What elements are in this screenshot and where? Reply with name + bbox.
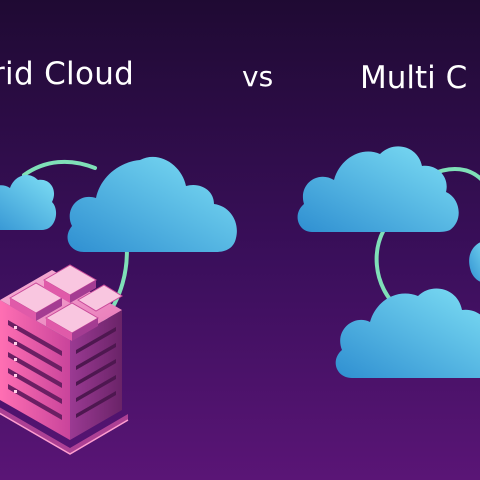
server-stack-icon (0, 264, 129, 455)
cloud-icon (0, 174, 57, 230)
vs-label: vs (242, 60, 274, 93)
cloud-icon (67, 156, 237, 252)
multi-cloud-title: Multi C (360, 60, 468, 96)
cloud-icon (469, 242, 480, 282)
cloud-icon (297, 146, 459, 232)
hybrid-cloud-title: rid Cloud (0, 56, 135, 92)
cloud-icon (335, 288, 480, 378)
